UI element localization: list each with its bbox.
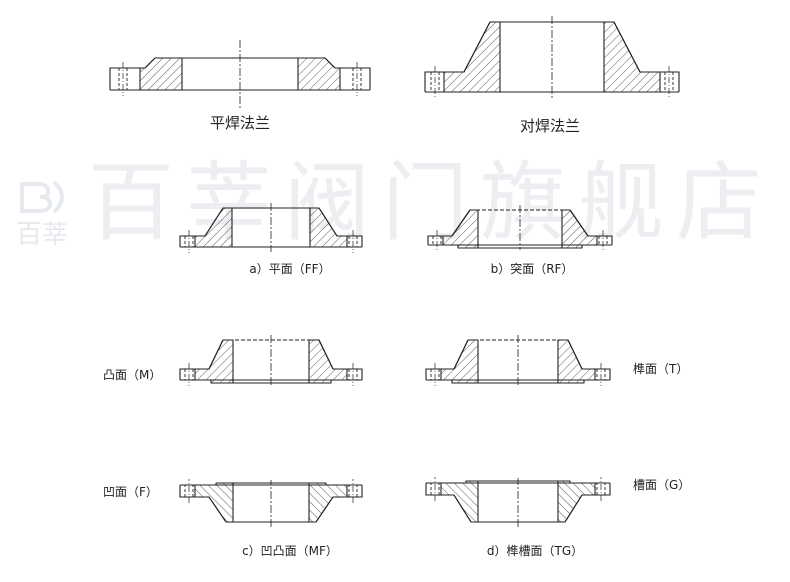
hatched-wall-right [309, 207, 348, 248]
flange-outline-left [179, 207, 224, 247]
flange-outline-left [424, 21, 491, 92]
hatched-wall-left [440, 480, 479, 523]
hatched-wall-left [442, 209, 479, 249]
weld-neck-flange-label: 对焊法兰 [519, 117, 581, 135]
flange-outline-right [318, 339, 363, 380]
store-watermark: 百莘阀门旗舰店 [88, 153, 774, 253]
mf-face-caption: c）凹凸面（MF） [242, 544, 338, 558]
flange-outline-right [315, 485, 363, 523]
male-face-flange-drawing [179, 335, 363, 386]
hatched-wall-left [194, 482, 234, 523]
groove-face-label: 槽面（G） [633, 478, 691, 492]
hatched-wall-right [557, 339, 596, 384]
slip-on-flange-drawing [109, 40, 371, 108]
hatched-wall-right [557, 480, 596, 523]
groove-face-flange-drawing [425, 477, 611, 527]
flange-outline-left [179, 485, 227, 523]
ff-face-caption: a）平面（FF） [249, 262, 331, 276]
tongue-face-label: 榫面（T） [633, 362, 689, 376]
ff-flange-drawing [179, 203, 363, 253]
hatched-wall-right [308, 339, 348, 384]
flange-outline-left [179, 339, 224, 380]
female-face-flange-drawing [179, 479, 363, 527]
rf-flange-drawing [427, 205, 613, 251]
hatched-wall-right [308, 482, 348, 523]
brand-logo-text: 百莘 [16, 220, 69, 250]
hatched-wall-left [194, 339, 234, 384]
flange-outline-left [427, 209, 471, 245]
flange-outline-right [613, 21, 680, 92]
brand-logo-icon [20, 180, 64, 214]
flange-outline-left [425, 483, 472, 523]
flange-outline-right [567, 339, 611, 380]
flange-outline-left [425, 339, 469, 380]
flange-outline-right [324, 57, 371, 90]
hatched-wall-left [139, 57, 183, 91]
rf-face-caption: b）突面（RF） [490, 262, 574, 276]
female-face-label: 凹面（F） [103, 485, 158, 499]
hatched-wall-left [194, 207, 233, 248]
flange-outline-right [564, 483, 611, 523]
hatched-wall-right [561, 209, 598, 249]
hatched-wall-left [440, 339, 479, 384]
hatched-wall-right [297, 57, 341, 91]
weld-neck-flange-drawing [424, 16, 680, 98]
flange-outline-right [318, 207, 363, 247]
slip-on-flange-label: 平焊法兰 [209, 114, 271, 132]
flange-outline-right [569, 209, 613, 245]
flange-outline-left [109, 57, 156, 90]
tongue-face-flange-drawing [425, 335, 611, 386]
tg-face-caption: d）榫槽面（TG） [486, 544, 584, 558]
male-face-label: 凸面（M） [103, 368, 162, 382]
